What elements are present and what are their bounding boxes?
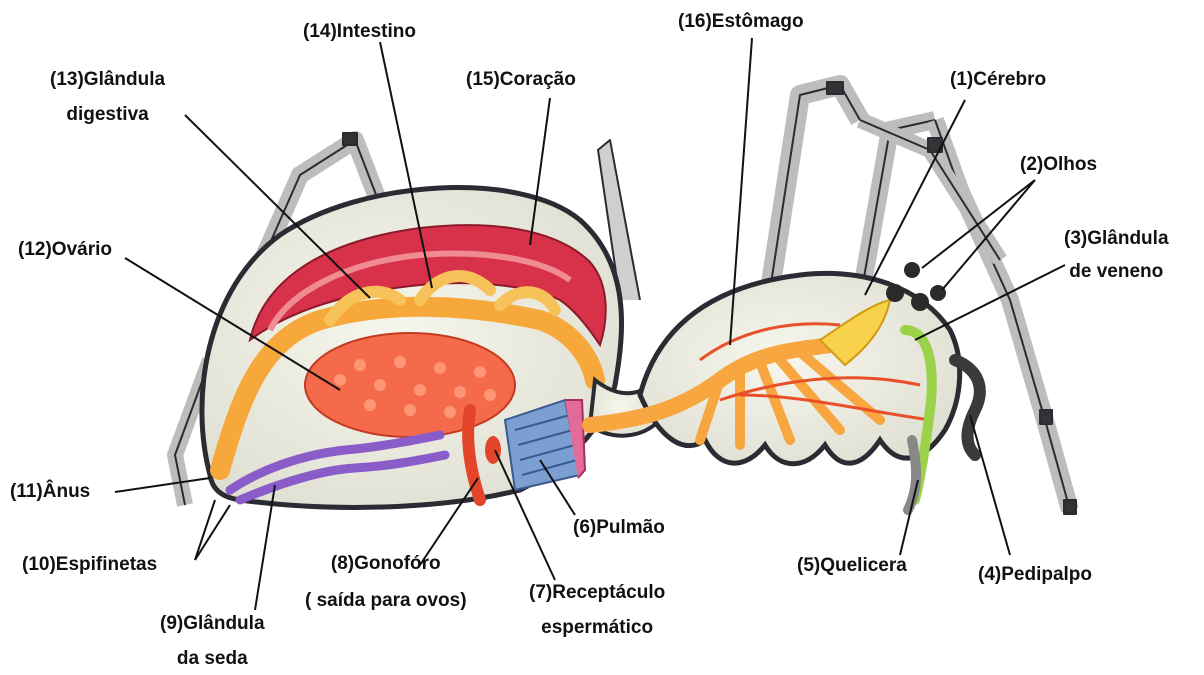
- label-glandula-digestiva-line-1: (13)Glândula: [50, 68, 165, 93]
- label-receptaculo-line-1: (7)Receptáculo: [529, 581, 665, 606]
- label-pulmao-line-1: (6)Pulmão: [573, 516, 665, 541]
- label-estomago: (16)Estômago: [678, 10, 804, 35]
- label-quelicera: (5)Quelicera: [797, 554, 907, 579]
- label-olhos-line-1: (2)Olhos: [1020, 153, 1097, 178]
- leg-mid-2: [770, 85, 860, 290]
- label-pedipalpo: (4)Pedipalpo: [978, 563, 1092, 588]
- label-receptaculo-line-2: espermático: [529, 616, 665, 641]
- label-anus: (11)Ânus: [10, 480, 90, 505]
- label-cerebro: (1)Cérebro: [950, 68, 1046, 93]
- label-intestino-line-1: (14)Intestino: [303, 20, 416, 45]
- label-pulmao: (6)Pulmão: [573, 516, 665, 541]
- label-glandula-veneno: (3)Glândula de veneno: [1064, 227, 1169, 284]
- label-espifinetas-line-1: (10)Espifinetas: [22, 553, 157, 578]
- label-glandula-digestiva: (13)Glândula digestiva: [50, 68, 165, 127]
- label-coracao: (15)Coração: [466, 68, 576, 93]
- label-glandula-seda-line-1: (9)Glândula: [160, 612, 265, 637]
- label-glandula-veneno-line-2: de veneno: [1064, 260, 1169, 285]
- label-glandula-digestiva-line-2: digestiva: [50, 103, 165, 128]
- label-olhos: (2)Olhos: [1020, 153, 1097, 178]
- label-cerebro-line-1: (1)Cérebro: [950, 68, 1046, 93]
- label-ovario-line-1: (12)Ovário: [18, 238, 112, 263]
- label-glandula-seda: (9)Glândula da seda: [160, 612, 265, 671]
- label-estomago-line-1: (16)Estômago: [678, 10, 804, 35]
- label-anus-line-1: (11)Ânus: [10, 480, 90, 505]
- chelicera: [908, 440, 916, 510]
- label-receptaculo: (7)Receptáculo espermático: [529, 581, 665, 640]
- label-gonoforo-line-2: ( saída para ovos): [305, 589, 467, 614]
- label-intestino: (14)Intestino: [303, 20, 416, 45]
- label-gonoforo: (8)Gonofóro ( saída para ovos): [305, 552, 467, 613]
- label-ovario: (12)Ovário: [18, 238, 112, 263]
- label-pedipalpo-line-1: (4)Pedipalpo: [978, 563, 1092, 588]
- label-coracao-line-1: (15)Coração: [466, 68, 576, 93]
- label-gonoforo-line-1: (8)Gonofóro: [305, 552, 467, 577]
- label-glandula-veneno-line-1: (3)Glândula: [1064, 227, 1169, 252]
- label-espifinetas: (10)Espifinetas: [22, 553, 157, 578]
- label-glandula-seda-line-2: da seda: [160, 647, 265, 672]
- label-quelicera-line-1: (5)Quelicera: [797, 554, 907, 579]
- ovary: [305, 333, 515, 437]
